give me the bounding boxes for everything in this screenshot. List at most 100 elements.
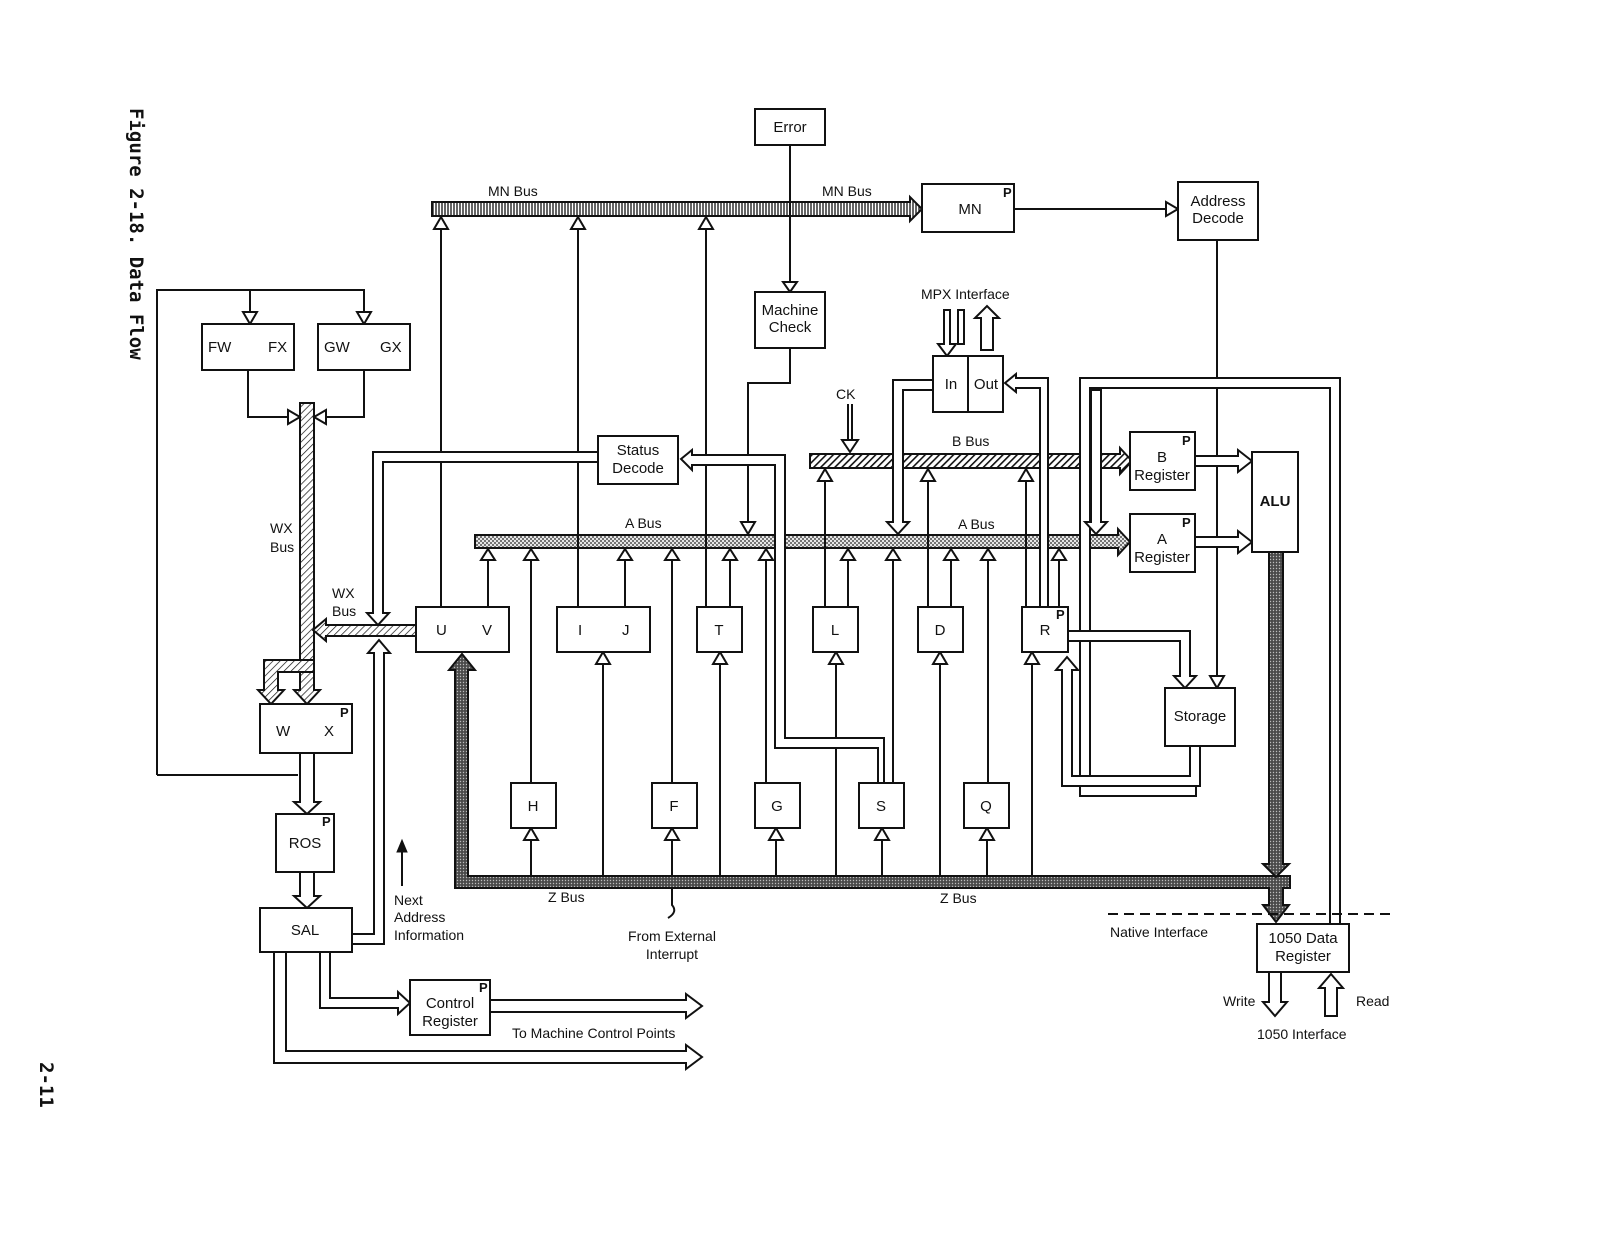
box-control-register-parity: P [479, 980, 488, 995]
box-d-label: D [935, 622, 946, 639]
box-machine-check-line-1: Machine [762, 302, 819, 319]
box-v-label: V [482, 622, 492, 639]
box-ros: ROS P [275, 813, 335, 873]
free-labels: MPX Interface CK Next Address Informatio… [394, 286, 1389, 1042]
mpx-interface-label: MPX Interface [921, 286, 1010, 302]
box-h-label: H [528, 798, 539, 815]
page-number-text: 2-11 [35, 1062, 57, 1108]
box-d: D [917, 606, 964, 653]
box-alu-label: ALU [1260, 493, 1291, 510]
box-storage-label: Storage [1174, 708, 1227, 725]
box-g: G [754, 782, 801, 829]
box-error-label: Error [773, 119, 806, 136]
machine-control-points-label: To Machine Control Points [512, 1025, 675, 1041]
box-r-parity: P [1056, 607, 1065, 622]
box-status-decode-line-1: Status [617, 442, 660, 459]
box-g-label: G [771, 798, 783, 815]
box-l-label: L [831, 622, 839, 639]
box-gx-label: GX [380, 339, 402, 356]
box-mn-parity: P [1003, 185, 1012, 200]
wx-bus-horizontal-label-1: WX [332, 585, 355, 601]
box-error: Error [754, 108, 826, 146]
mn-bus-label-left: MN Bus [488, 183, 538, 199]
box-fw-label: FW [208, 339, 232, 356]
b-bus: B Bus [809, 433, 1134, 477]
wx-bus-vertical-label-1: WX [270, 520, 293, 536]
wx-bus-horizontal: WX Bus [311, 585, 417, 644]
box-1050-data-register-line-1: 1050 Data [1268, 930, 1338, 947]
box-control-register-line-2: Register [422, 1013, 478, 1030]
box-control-register: Control Register P [409, 979, 491, 1036]
figure-caption: Figure 2-18. Data Flow [125, 108, 147, 360]
alu-output-bus [1260, 550, 1292, 879]
box-b-register-parity: P [1182, 433, 1191, 448]
z-bus-label-left: Z Bus [548, 889, 585, 905]
box-mpx: In Out [932, 355, 1004, 413]
box-address-decode: Address Decode [1177, 181, 1259, 241]
box-mn: MN P [921, 183, 1015, 233]
box-1050-data-register: 1050 Data Register [1256, 923, 1350, 973]
box-machine-check: Machine Check [754, 291, 826, 349]
box-mpx-in-label: In [945, 376, 958, 393]
box-i-label: I [578, 622, 582, 639]
z-bus: Z Bus Z Bus [446, 652, 1292, 924]
b-bus-label: B Bus [952, 433, 989, 449]
box-a-register-line-2: Register [1134, 549, 1190, 566]
box-w-label: W [276, 723, 291, 740]
box-t-label: T [714, 622, 723, 639]
box-gw-gx: GW GX [317, 323, 411, 371]
external-interrupt-line-2: Interrupt [646, 946, 698, 962]
box-a-register-parity: P [1182, 515, 1191, 530]
interface-1050-label: 1050 Interface [1257, 1026, 1347, 1042]
box-q-label: Q [980, 798, 992, 815]
box-mn-label: MN [958, 201, 981, 218]
a-bus-label-right: A Bus [958, 516, 995, 532]
external-interrupt-line-1: From External [628, 928, 716, 944]
box-control-register-line-1: Control [426, 995, 474, 1012]
box-w-x-parity: P [340, 705, 349, 720]
box-ros-label: ROS [289, 835, 322, 852]
read-label: Read [1356, 993, 1389, 1009]
z-bus-label-right: Z Bus [940, 890, 977, 906]
mn-bus: MN Bus MN Bus [431, 183, 924, 224]
box-t: T [696, 606, 743, 653]
next-address-line-1: Next [394, 892, 423, 908]
box-i-j: I J [556, 606, 651, 653]
box-j-label: J [622, 622, 630, 639]
box-s: S [858, 782, 905, 829]
box-b-register-line-2: Register [1134, 467, 1190, 484]
box-b-register-line-1: B [1157, 449, 1167, 466]
box-fx-label: FX [268, 339, 287, 356]
box-sal-label: SAL [291, 922, 319, 939]
box-f-label: F [669, 798, 678, 815]
box-x-label: X [324, 723, 334, 740]
next-address-line-3: Information [394, 927, 464, 943]
box-mpx-out-label: Out [974, 376, 999, 393]
a-bus-label-left: A Bus [625, 515, 662, 531]
box-storage: Storage [1164, 687, 1236, 747]
box-status-decode: Status Decode [597, 435, 679, 485]
box-a-register-line-1: A [1157, 531, 1167, 548]
figure-caption-text: Figure 2-18. Data Flow [125, 108, 147, 360]
box-q: Q [963, 782, 1010, 829]
box-l: L [812, 606, 859, 653]
box-address-decode-line-2: Decode [1192, 210, 1244, 227]
ck-label: CK [836, 386, 856, 402]
write-label: Write [1223, 993, 1256, 1009]
box-sal: SAL [259, 907, 353, 953]
box-address-decode-line-1: Address [1190, 193, 1245, 210]
box-gw-label: GW [324, 339, 351, 356]
box-u-label: U [436, 622, 447, 639]
a-bus: A Bus A Bus [474, 515, 1132, 558]
box-alu: ALU [1251, 451, 1299, 553]
wx-bus-vertical-label-2: Bus [270, 539, 294, 555]
next-address-line-2: Address [394, 909, 445, 925]
wx-bus-vertical: WX Bus [255, 402, 323, 706]
mn-bus-label-right: MN Bus [822, 183, 872, 199]
box-r: R P [1021, 606, 1069, 653]
connection-lines [156, 146, 1226, 919]
page-number: 2-11 [35, 1062, 57, 1108]
box-b-register: B Register P [1129, 431, 1196, 491]
native-interface-label: Native Interface [1110, 924, 1208, 940]
